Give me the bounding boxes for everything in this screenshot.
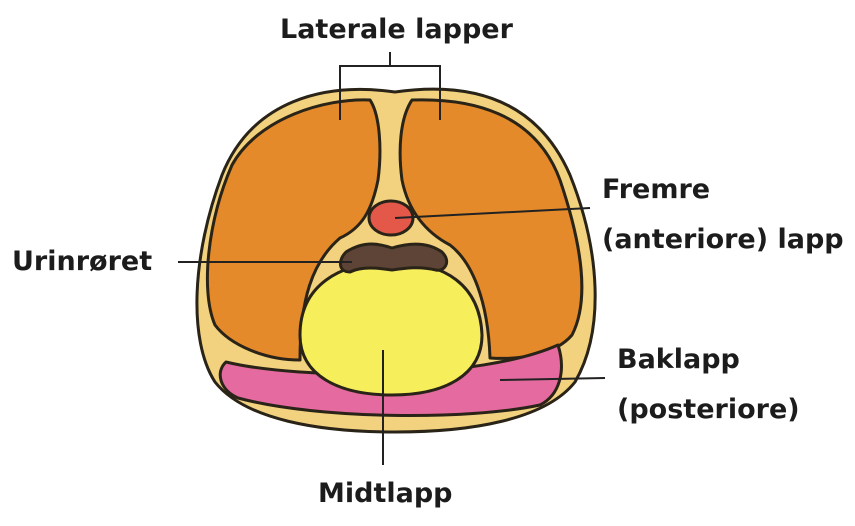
label-posterior-lobe-line1: Baklapp: [617, 343, 740, 377]
median-lobe: [300, 262, 482, 395]
label-anterior-lobe-line1: Fremre: [602, 173, 710, 207]
urethra-shape: [340, 244, 446, 272]
label-median-lobe: Midtlapp: [318, 477, 453, 511]
label-urethra: Urinrøret: [12, 245, 152, 279]
label-lateral-lobes: Laterale lapper: [280, 13, 513, 47]
label-posterior-lobe-line2: (posteriore): [617, 393, 800, 427]
label-anterior-lobe-line2: (anteriore) lapp: [602, 223, 844, 257]
